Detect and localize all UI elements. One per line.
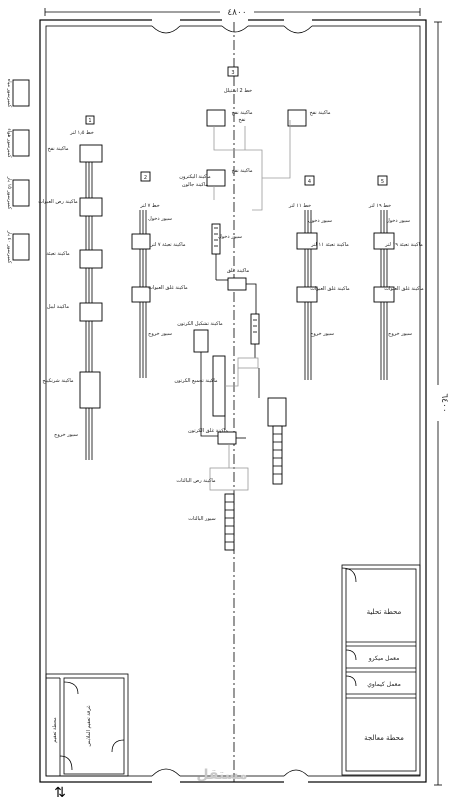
svg-text:ماكينة تعبئة ٧ لتر: ماكينة تعبئة ٧ لتر [149,242,185,248]
top-doors [151,18,313,34]
chemical-lab-room: معمل كيماوي [367,681,401,688]
line-2-filling-machine [131,233,151,250]
line-1-filling-machine [79,249,103,269]
svg-text:سيور دخول: سيور دخول [218,234,242,240]
svg-text:سيور دخول: سيور دخول [148,216,172,222]
line-3-carton-assembly-machine [212,355,226,417]
compressor-water [12,79,30,107]
line-1-shrink-machine [79,371,101,409]
width-dimension-label: ٤٨٠٠ [227,8,246,18]
line-3-capping-machine [227,277,247,291]
line-5: 5 خط ١٩ لتر سيور دخول ماكينة تعبئة ١٩ لت… [368,175,424,380]
line-5-title: خط ١٩ لتر [368,203,391,209]
compressor-15bar [12,179,30,207]
svg-text:ماكينة جالون: ماكينة جالون [182,182,209,188]
inner-wall [45,25,421,777]
service-rooms: محطة تحلية معمل ميكرو معمل كيماوي محطة م… [341,564,421,776]
svg-text:ماكينة تجميع الكرتون: ماكينة تجميع الكرتون [174,378,218,384]
clothes-sterilization-room: غرفة تعقيم الملابس [86,705,92,747]
svg-text:ماكينة غلق: ماكينة غلق [227,268,250,274]
sterilization-station: محطة تعقيم [52,717,58,743]
line-3-blow-machine-3 [206,169,226,187]
watermark-logo: مستقل [196,767,247,783]
entry-arrows-icon: ⇅ [54,785,66,801]
line-3: 3 خط 2 استيلل ماكينة نفخ نفخ ماكينة نفخ … [174,66,331,551]
svg-text:ماكينة ليبل: ماكينة ليبل [47,304,70,310]
line-1: 1 خط ١٫٥ لتر ماكينة نفخ ماكينة رص العبوا… [38,115,103,460]
line-1-label-machine [79,302,103,322]
line-5-filling-machine [373,232,395,250]
svg-text:سيور خروج: سيور خروج [310,331,334,337]
svg-text:نفخ: نفخ [238,117,245,123]
line-1-title: خط ١٫٥ لتر [69,130,94,136]
bottom-doors [151,768,309,784]
line-4-filling-machine [296,232,318,250]
svg-text:ماكينة غلق العبوات: ماكينة غلق العبوات [310,286,350,292]
svg-text:كمبرسور هواء: كمبرسور هواء [6,128,12,158]
micro-lab-room: معمل ميكرو [368,655,400,662]
treatment-room: محطة معالجة [364,734,404,742]
svg-text:ماكينة رص العبوات: ماكينة رص العبوات [38,199,78,205]
line-4-number: 4 [308,179,311,185]
svg-text:ماكينة نفخ: ماكينة نفخ [231,168,252,174]
svg-text:ماكينة شرنكينج: ماكينة شرنكينج [42,378,74,384]
compressor-air [12,129,30,157]
svg-text:ماكينة نفخ: ماكينة نفخ [47,146,68,152]
line-4-title: خط ١١ لتر [288,203,311,209]
compressor-40bar [12,233,30,261]
line-3-pallets-conveyor [224,493,235,551]
line-3-blow-machine-1 [206,109,226,127]
desalination-room: محطة تحلية [367,608,402,616]
svg-text:ماكينة غلق العبوات: ماكينة غلق العبوات [148,285,188,291]
line-3-title: خط 2 استيلل [224,88,252,94]
svg-text:ماكينة تشكيل الكرتون: ماكينة تشكيل الكرتون [177,321,223,327]
svg-text:ماكينة نفخ: ماكينة نفخ [231,110,252,116]
line-1-blow-machine [79,144,103,163]
svg-text:سيور دخول: سيور دخول [308,218,332,224]
svg-text:ماكينة تعبئة ١١ لتر: ماكينة تعبئة ١١ لتر [310,242,349,248]
svg-text:سيور خروج: سيور خروج [388,331,412,337]
svg-text:ماكينة غلق الكرتون: ماكينة غلق الكرتون [188,428,228,434]
svg-text:سيور البالتات: سيور البالتات [188,516,216,522]
line-2: 2 خط ٧ لتر سيور دخول ماكينة تعبئة ٧ لتر … [131,171,188,378]
svg-text:ماكينة اليكترون: ماكينة اليكترون [179,174,211,180]
svg-text:كمبرسور ٤٠ بار: كمبرسور ٤٠ بار [6,230,12,264]
line-3-number: 3 [231,70,234,76]
svg-text:سيور خروج: سيور خروج [148,331,172,337]
line-4: 4 خط ١١ لتر سيور دخول ماكينة تعبئة ١١ لت… [288,175,350,380]
svg-text:ماكينة رص البالتات: ماكينة رص البالتات [176,478,215,484]
line-1-bottle-arranging-machine [79,197,103,217]
length-dimension-label: ٦٤٠٠ [439,393,449,412]
line-2-title: خط ٧ لتر [139,203,160,209]
svg-text:ماكينة نفخ: ماكينة نفخ [309,110,330,116]
svg-text:ماكينة تعبئة ١٩ لتر: ماكينة تعبئة ١٩ لتر [384,242,423,248]
line-1-exit-conveyor-label: سيور خروج [54,432,78,438]
svg-text:ماكينة غلق العبوات: ماكينة غلق العبوات [384,286,424,292]
line-3-blow-machine-2 [287,109,307,127]
line-5-capping-machine [373,286,395,303]
sterilization-rooms: غرفة تعقيم الملابس محطة تعقيم [45,673,129,777]
line-5-number: 5 [381,179,384,185]
svg-text:كمبرسور ١٥ بار: كمبرسور ١٥ بار [6,176,12,210]
line-4-capping-machine [296,286,318,303]
line-2-capping-machine [131,286,151,303]
line-2-number: 2 [144,175,147,181]
svg-text:كمبرسور مياه: كمبرسور مياه [6,79,12,108]
svg-text:سيور دخول: سيور دخول [386,218,410,224]
svg-text:ماكينة تعبئة: ماكينة تعبئة [46,251,70,257]
line-1-number: 1 [88,118,91,124]
compressor-room: كمبرسور مياه كمبرسور هواء كمبرسور ١٥ بار… [6,79,30,264]
line-3-carton-forming-machine [193,329,209,353]
